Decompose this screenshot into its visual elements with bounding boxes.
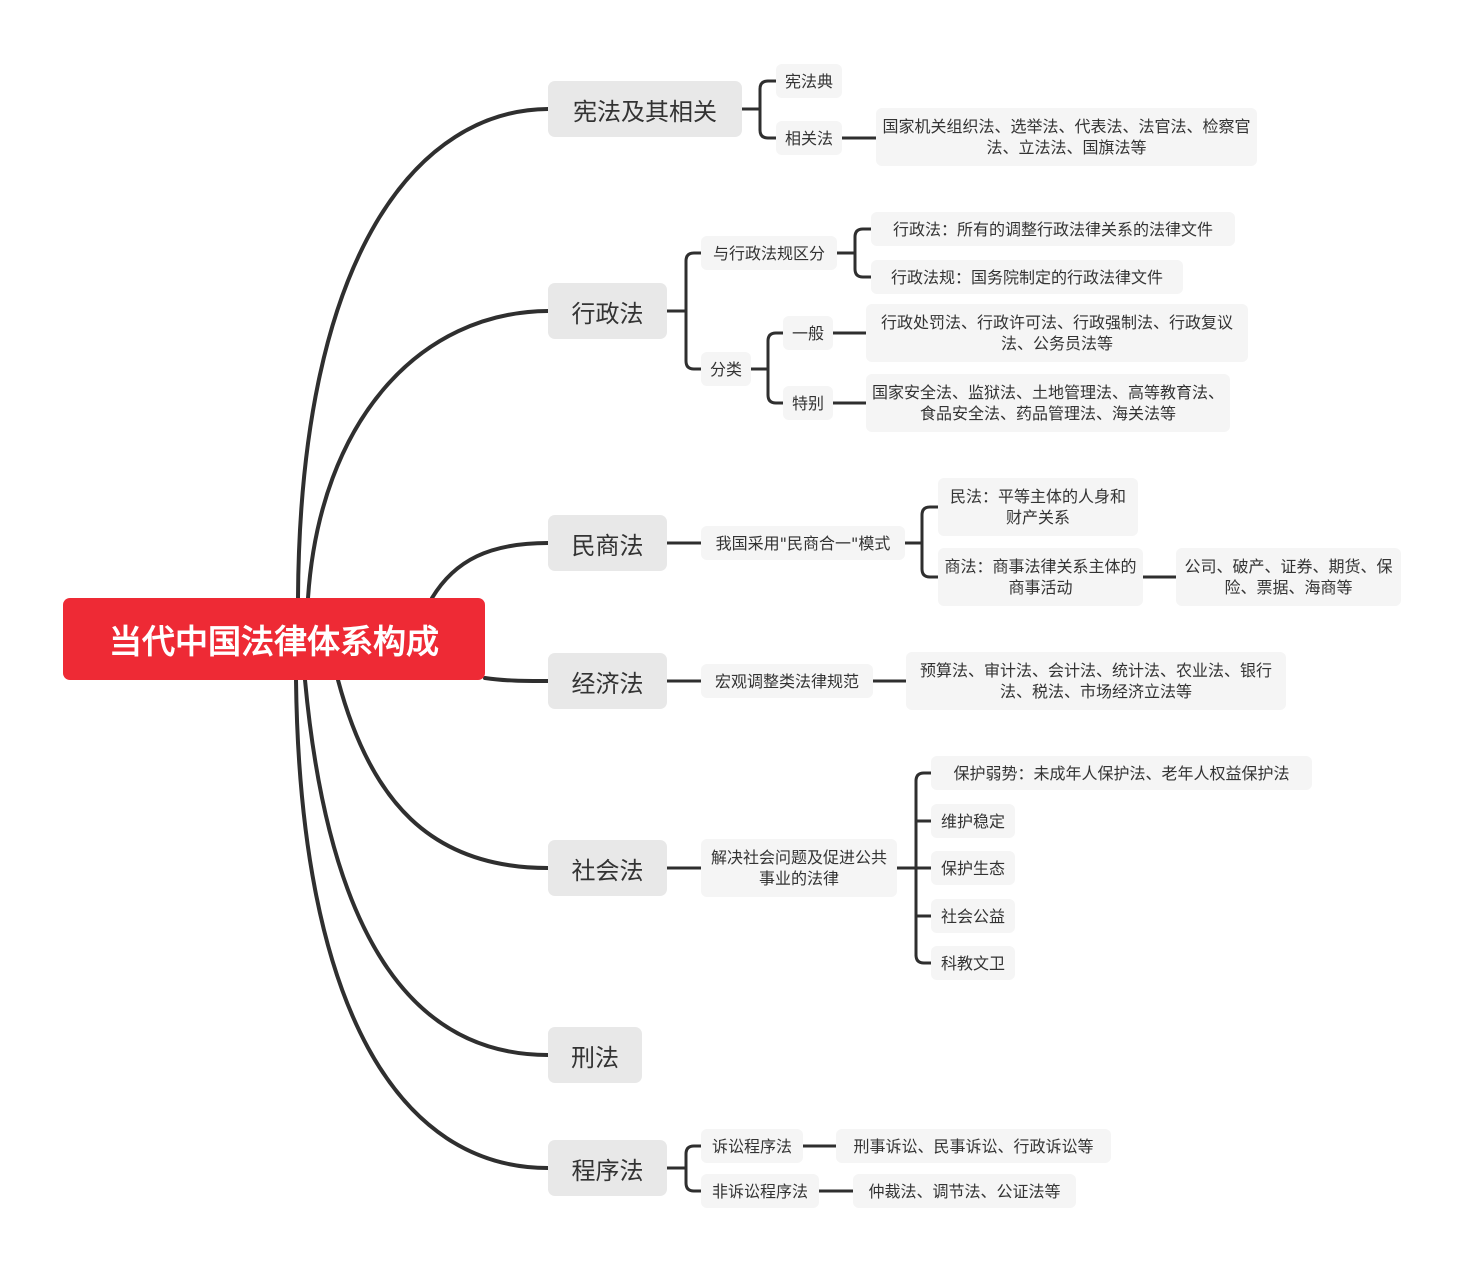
node-social-purpose[interactable]: 解决社会问题及促进公共事业的法律 xyxy=(701,839,897,897)
node-admin-special-detail[interactable]: 国家安全法、监狱法、土地管理法、高等教育法、食品安全法、药品管理法、海关法等 xyxy=(866,374,1230,432)
node-related-law-detail[interactable]: 国家机关组织法、选举法、代表法、法官法、检察官法、立法法、国旗法等 xyxy=(876,108,1257,166)
branch-economic[interactable]: 经济法 xyxy=(548,653,667,709)
node-social-public-welfare[interactable]: 社会公益 xyxy=(931,899,1015,933)
node-social-education[interactable]: 科教文卫 xyxy=(931,946,1015,980)
branch-civil-commercial[interactable]: 民商法 xyxy=(548,515,667,571)
connector-procedural xyxy=(294,678,550,1170)
node-admin-general-detail[interactable]: 行政处罚法、行政许可法、行政强制法、行政复议法、公务员法等 xyxy=(866,304,1248,362)
node-civil-law[interactable]: 民法：平等主体的人身和财产关系 xyxy=(938,478,1138,536)
node-admin-distinction[interactable]: 与行政法规区分 xyxy=(701,236,837,270)
branch-procedural[interactable]: 程序法 xyxy=(548,1140,667,1196)
connector-constitution-children-hook-1 xyxy=(758,107,778,140)
connector-admin-children-hook-0 xyxy=(684,251,703,313)
node-admin-general[interactable]: 一般 xyxy=(783,316,833,350)
node-admin-special[interactable]: 特别 xyxy=(783,386,833,420)
node-admin-regulation-def[interactable]: 行政法规：国务院制定的行政法律文件 xyxy=(871,260,1183,294)
connector-civil xyxy=(430,541,550,600)
node-macro-regulation[interactable]: 宏观调整类法律规范 xyxy=(701,664,873,698)
branch-administrative[interactable]: 行政法 xyxy=(548,283,667,339)
node-commercial-law[interactable]: 商法：商事法律关系主体的商事活动 xyxy=(938,548,1143,606)
connector-admin-category-children-hook-1 xyxy=(766,367,785,405)
node-constitution-code[interactable]: 宪法典 xyxy=(776,64,842,98)
node-social-protect-weak[interactable]: 保护弱势：未成年人保护法、老年人权益保护法 xyxy=(931,756,1312,790)
branch-constitution[interactable]: 宪法及其相关 xyxy=(548,81,742,137)
node-commercial-law-detail[interactable]: 公司、破产、证券、期货、保险、票据、海商等 xyxy=(1176,548,1401,606)
connector-admin-children-hook-1 xyxy=(684,309,703,371)
connector-procedural-children-hook-0 xyxy=(684,1144,703,1170)
connector-social-hook-bottom xyxy=(914,953,933,965)
connector-criminal xyxy=(303,678,550,1057)
node-litigation-detail[interactable]: 刑事诉讼、民事诉讼、行政诉讼等 xyxy=(836,1129,1111,1163)
node-related-law[interactable]: 相关法 xyxy=(776,121,842,155)
node-admin-law-def[interactable]: 行政法：所有的调整行政法律关系的法律文件 xyxy=(871,212,1235,246)
connector-economic xyxy=(483,676,550,683)
node-economic-detail[interactable]: 预算法、审计法、会计法、统计法、农业法、银行法、税法、市场经济立法等 xyxy=(906,652,1286,710)
node-admin-category[interactable]: 分类 xyxy=(701,352,751,386)
connector-constitution xyxy=(296,107,550,600)
branch-criminal[interactable]: 刑法 xyxy=(548,1027,642,1083)
root-node[interactable]: 当代中国法律体系构成 xyxy=(63,598,485,680)
node-civil-commercial-model[interactable]: 我国采用"民商合一"模式 xyxy=(701,526,905,560)
node-social-stability[interactable]: 维护稳定 xyxy=(931,804,1015,838)
connector-administrative xyxy=(306,309,550,600)
connector-civil-model-children-hook-1 xyxy=(920,541,940,579)
connector-admin-category-children-hook-0 xyxy=(766,331,785,371)
connector-civil-model-children-hook-0 xyxy=(920,505,940,545)
connector-social xyxy=(336,678,550,870)
node-non-litigation-detail[interactable]: 仲裁法、调节法、公证法等 xyxy=(853,1174,1076,1208)
connector-social-hook-top xyxy=(914,771,933,783)
node-non-litigation-procedure[interactable]: 非诉讼程序法 xyxy=(701,1174,819,1208)
node-social-ecology[interactable]: 保护生态 xyxy=(931,851,1015,885)
branch-social[interactable]: 社会法 xyxy=(548,840,667,896)
node-litigation-procedure[interactable]: 诉讼程序法 xyxy=(701,1129,803,1163)
connector-constitution-children-hook-0 xyxy=(758,79,778,111)
connector-procedural-children-hook-1 xyxy=(684,1166,703,1193)
connector-admin-distinction-children-hook-1 xyxy=(853,251,873,279)
connector-admin-distinction-children-hook-0 xyxy=(853,227,873,255)
